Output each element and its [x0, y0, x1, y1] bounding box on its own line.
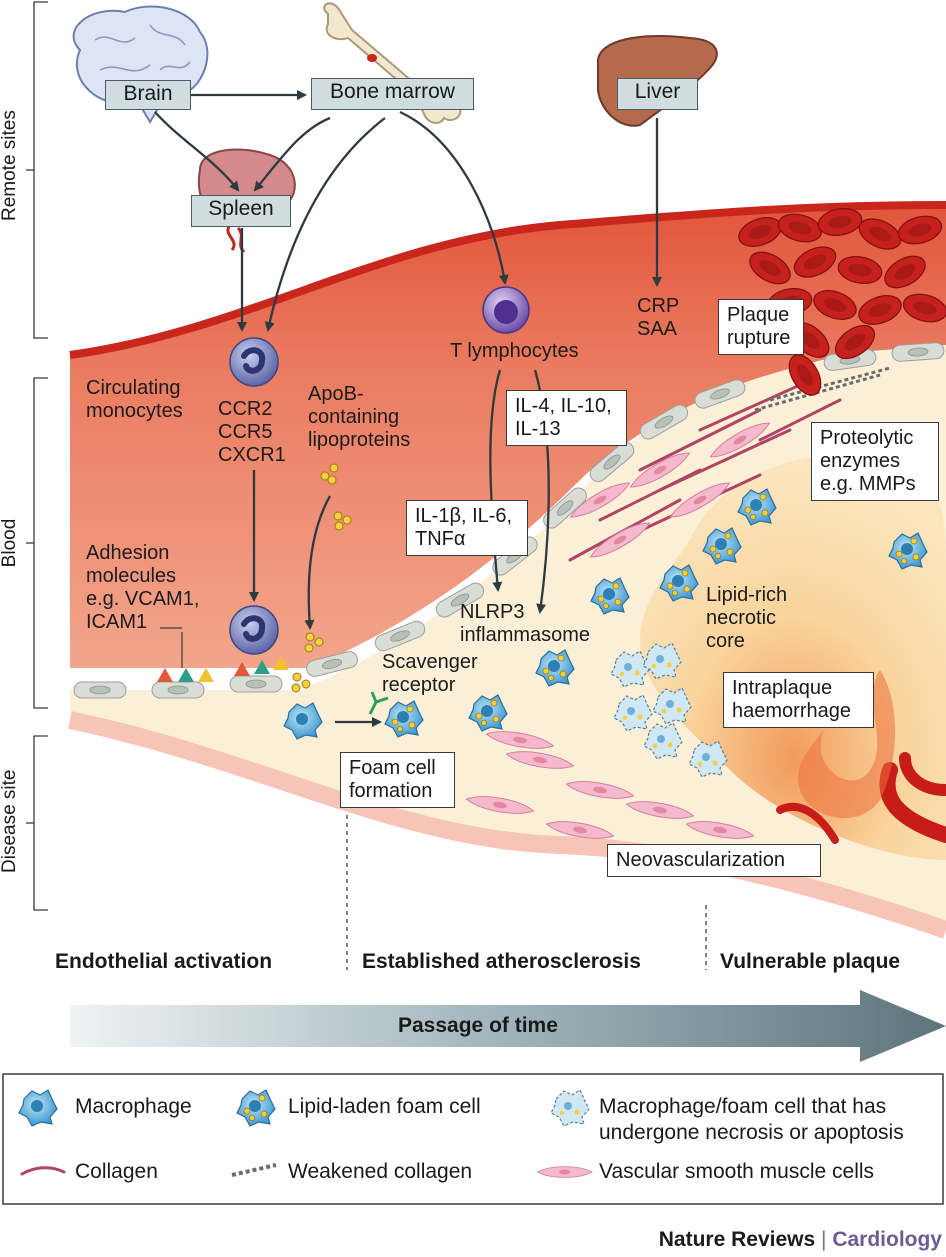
legend-weakened-collagen: Weakened collagen: [288, 1160, 473, 1183]
organ-liver: Liver: [617, 78, 698, 110]
journal-credit: Nature Reviews | Cardiology: [659, 1228, 942, 1252]
site-brackets: [26, 1, 48, 911]
label-apob: ApoB- containing lipoproteins: [308, 383, 411, 451]
legend-collagen: Collagen: [75, 1160, 158, 1183]
monocytes: [229, 337, 279, 655]
adhesion-molecules: [157, 627, 289, 682]
credit-separator: |: [821, 1228, 827, 1251]
label-receptors: CCR2 CCR5 CXCR1: [218, 398, 286, 466]
stage-established-atherosclerosis: Established atherosclerosis: [362, 950, 641, 973]
box-plaque-rupture: Plaque rupture: [718, 299, 804, 355]
legend-vsmc: Vascular smooth muscle cells: [599, 1160, 875, 1183]
label-remote-sites: Remote sites: [0, 110, 20, 221]
time-arrow-label: Passage of time: [398, 1014, 558, 1037]
credit-section: Cardiology: [832, 1228, 942, 1251]
legend-frame: [2, 1073, 944, 1205]
spleen-icon: [197, 148, 296, 254]
scavenger-receptor: [368, 691, 389, 715]
box-neovascularization: Neovascularization: [607, 844, 821, 877]
box-foam-cell-formation: Foam cell formation: [340, 752, 455, 808]
t-lymphocyte-cell: [482, 286, 530, 334]
legend-symbols: [18, 1089, 593, 1178]
credit-journal: Nature Reviews: [658, 1228, 816, 1251]
stage-endothelial-activation: Endothelial activation: [55, 950, 273, 973]
box-pro-inflammatory-cytokines: IL-1β, IL-6, TNFα: [406, 500, 528, 556]
box-intraplaque-haemorrhage: Intraplaque haemorrhage: [723, 672, 874, 728]
label-adhesion: Adhesion molecules e.g. VCAM1, ICAM1: [86, 542, 200, 633]
label-nlrp3: NLRP3 inflammasome: [460, 601, 591, 646]
legend-necrotic-cell: Macrophage/foam cell that has undergone …: [599, 1095, 904, 1144]
box-proteolytic-enzymes: Proteolytic enzymes e.g. MMPs: [811, 422, 939, 501]
label-crp-saa: CRP SAA: [637, 295, 680, 340]
legend-macrophage: Macrophage: [75, 1095, 192, 1118]
label-lipid-core: Lipid-rich necrotic core: [706, 584, 788, 652]
vessel-wall-top: [69, 201, 946, 359]
label-disease-site: Disease site: [0, 769, 20, 874]
organ-bone-marrow: Bone marrow: [311, 78, 474, 110]
legend-foam-cell: Lipid-laden foam cell: [288, 1095, 481, 1118]
organ-brain: Brain: [105, 80, 191, 110]
organ-spleen: Spleen: [191, 195, 291, 227]
label-scavenger-receptor: Scavenger receptor: [382, 651, 478, 696]
label-circulating-monocytes: Circulating monocytes: [86, 377, 183, 422]
time-arrow-shape: [70, 990, 946, 1062]
label-t-lymphocytes: T lymphocytes: [450, 340, 579, 362]
haemorrhage-plume: [797, 670, 895, 819]
intima-bottom: [68, 711, 946, 939]
box-anti-inflammatory-cytokines: IL-4, IL-10, IL-13: [506, 390, 627, 446]
label-blood: Blood: [0, 518, 20, 568]
stage-separators: [346, 815, 707, 970]
stage-vulnerable-plaque: Vulnerable plaque: [720, 950, 901, 973]
lipoproteins: [291, 463, 352, 693]
